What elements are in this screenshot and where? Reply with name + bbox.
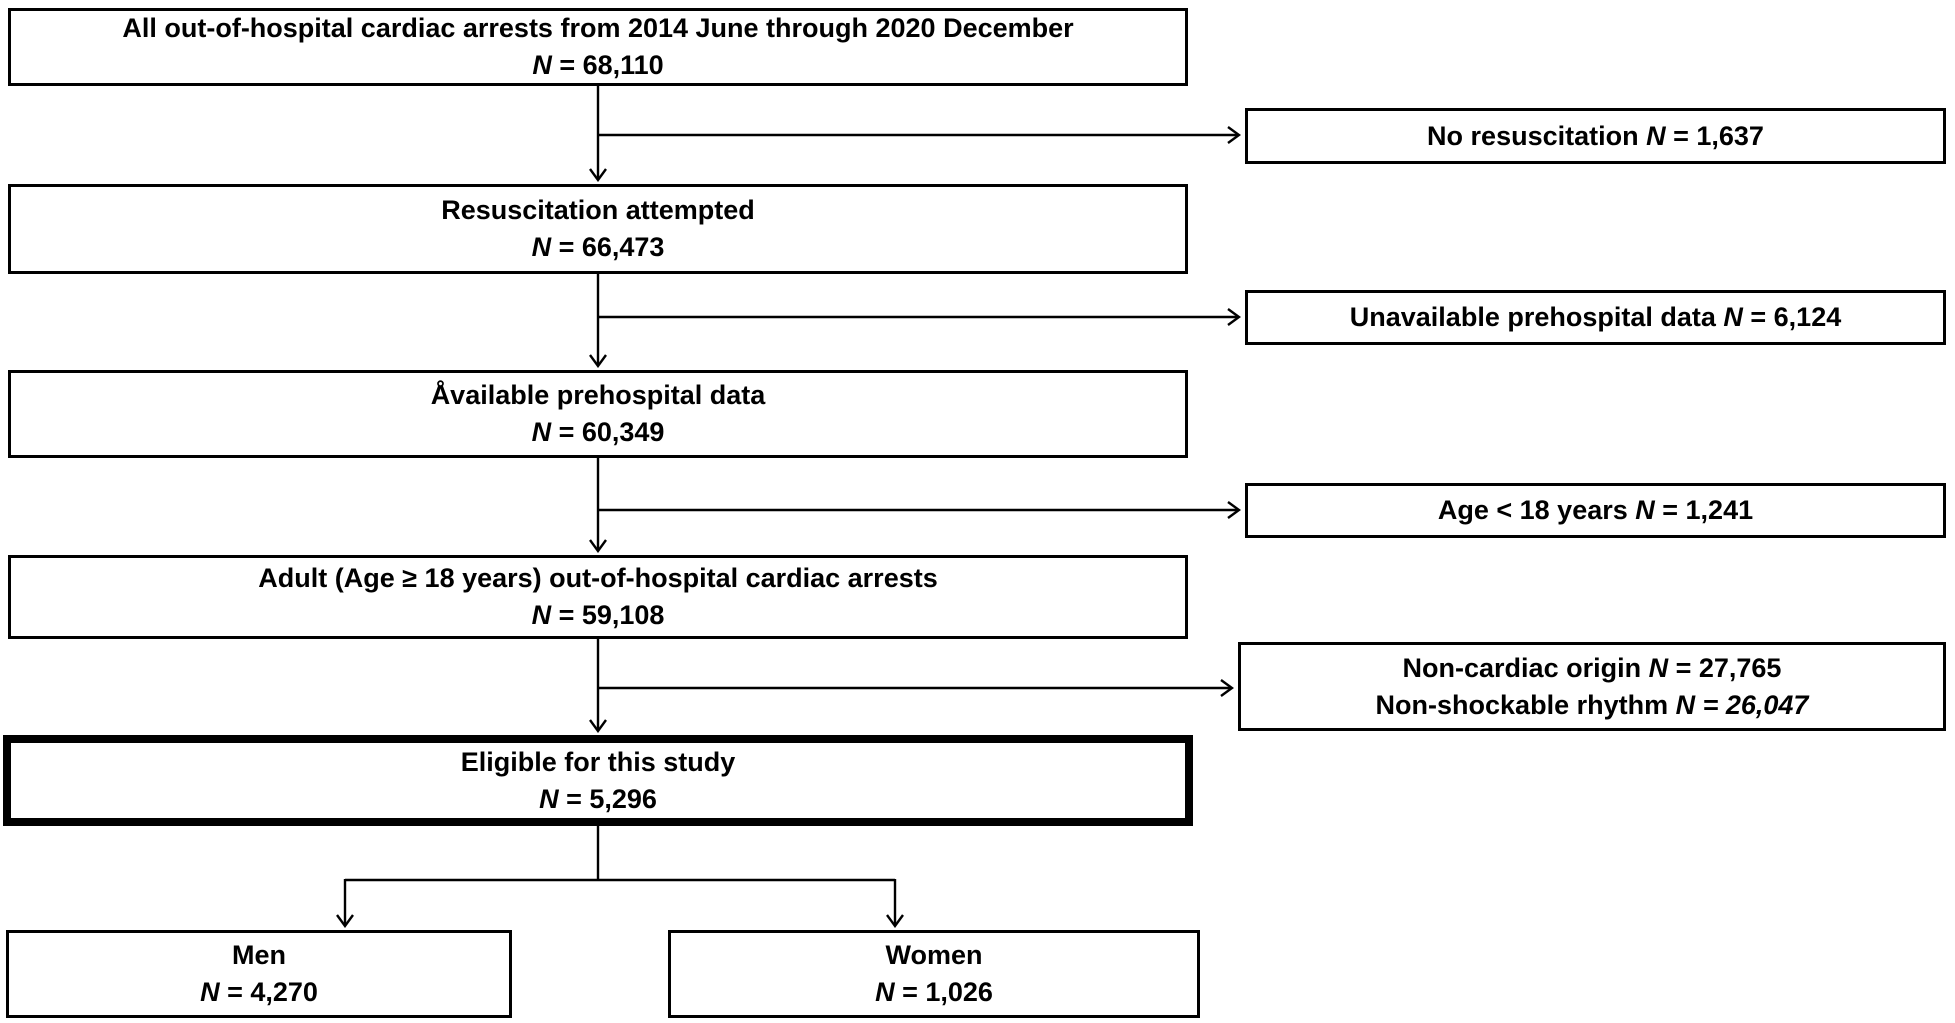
n-value: = 60,349	[551, 417, 665, 447]
box-resuscitation-attempted: Resuscitation attempted N = 66,473	[8, 184, 1188, 274]
box-age-under-18-text: Age < 18 years N = 1,241	[1438, 492, 1753, 529]
box-all-cardiac-arrests-n: N = 68,110	[532, 47, 663, 84]
box-resuscitation-attempted-n: N = 66,473	[532, 229, 665, 266]
box-women-n: N = 1,026	[875, 974, 993, 1011]
n-symbol: N	[875, 977, 895, 1007]
n-value: = 68,110	[551, 50, 664, 80]
n-symbol: N	[532, 50, 552, 80]
n-symbol: N	[531, 600, 552, 630]
n-value: = 59,108	[551, 600, 665, 630]
box-available-prehospital-data: Åvailable prehospital data N = 60,349	[8, 370, 1188, 458]
box-women: Women N = 1,026	[668, 930, 1200, 1018]
box-text: Eligible for this study	[460, 746, 736, 777]
box-text: Age < 18 years	[1437, 495, 1636, 525]
box-noncardiac-origin-text: Non-cardiac origin N = 27,765	[1403, 650, 1782, 687]
n-value: = 1,241	[1654, 495, 1754, 525]
box-all-cardiac-arrests-title: All out-of-hospital cardiac arrests from…	[122, 10, 1073, 47]
box-text: Non-shockable rhythm	[1375, 689, 1676, 720]
box-no-resuscitation: No resuscitation N = 1,637	[1245, 108, 1946, 164]
n-symbol: N	[200, 977, 220, 1007]
n-value: = 4,270	[219, 977, 318, 1007]
box-text: Adult (Age ≥ 18 years) out-of-hospital c…	[258, 563, 938, 593]
box-text: No resuscitation	[1427, 120, 1647, 151]
n-value: = 27,765	[1668, 652, 1782, 683]
box-eligible-for-study: Eligible for this study N = 5,296	[3, 735, 1193, 826]
box-age-under-18: Age < 18 years N = 1,241	[1245, 483, 1946, 538]
n-symbol: N	[531, 417, 552, 447]
box-text: All out-of-hospital cardiac arrests from…	[122, 13, 1074, 43]
box-available-prehospital-title: Åvailable prehospital data	[431, 377, 766, 414]
box-women-title: Women	[885, 937, 982, 974]
box-text: Åvailable prehospital data	[430, 380, 766, 410]
n-symbol: N	[1646, 120, 1666, 151]
box-text: Non-cardiac origin	[1402, 652, 1649, 683]
n-value: = 6,124	[1742, 302, 1842, 332]
box-unavailable-data-text: Unavailable prehospital data N = 6,124	[1350, 299, 1841, 336]
box-men-n: N = 4,270	[200, 974, 318, 1011]
box-adult-cardiac-arrests: Adult (Age ≥ 18 years) out-of-hospital c…	[8, 555, 1188, 639]
box-text: Men	[232, 940, 286, 970]
box-text: Women	[885, 940, 983, 970]
box-unavailable-prehospital-data: Unavailable prehospital data N = 6,124	[1245, 290, 1946, 345]
n-value: = 1,637	[1665, 120, 1764, 151]
n-symbol: N	[1648, 652, 1669, 683]
box-no-resuscitation-text: No resuscitation N = 1,637	[1427, 118, 1764, 155]
box-adult-cardiac-arrests-n: N = 59,108	[532, 597, 665, 634]
box-eligible-title: Eligible for this study	[461, 744, 736, 781]
box-all-cardiac-arrests: All out-of-hospital cardiac arrests from…	[8, 8, 1188, 86]
n-symbol: N	[1675, 689, 1696, 720]
n-value: = 5,296	[558, 783, 657, 814]
box-adult-cardiac-arrests-title: Adult (Age ≥ 18 years) out-of-hospital c…	[258, 560, 937, 597]
box-resuscitation-attempted-title: Resuscitation attempted	[441, 192, 755, 229]
n-value: = 66,473	[551, 232, 665, 262]
box-men-title: Men	[232, 937, 286, 974]
box-men: Men N = 4,270	[6, 930, 512, 1018]
box-text: Resuscitation attempted	[441, 195, 755, 225]
box-nonshockable-rhythm-text: Non-shockable rhythm N = 26,047	[1376, 687, 1809, 724]
box-text: Unavailable prehospital data	[1349, 302, 1724, 332]
n-value: = 1,026	[894, 977, 993, 1007]
n-symbol: N	[539, 783, 559, 814]
box-available-prehospital-n: N = 60,349	[532, 414, 665, 451]
n-symbol: N	[1635, 495, 1655, 525]
box-noncardiac-exclusions: Non-cardiac origin N = 27,765 Non-shocka…	[1238, 642, 1946, 731]
n-symbol: N	[531, 232, 552, 262]
n-symbol: N	[1723, 302, 1743, 332]
box-eligible-n: N = 5,296	[539, 781, 657, 818]
n-value: = 26,047	[1695, 689, 1809, 720]
